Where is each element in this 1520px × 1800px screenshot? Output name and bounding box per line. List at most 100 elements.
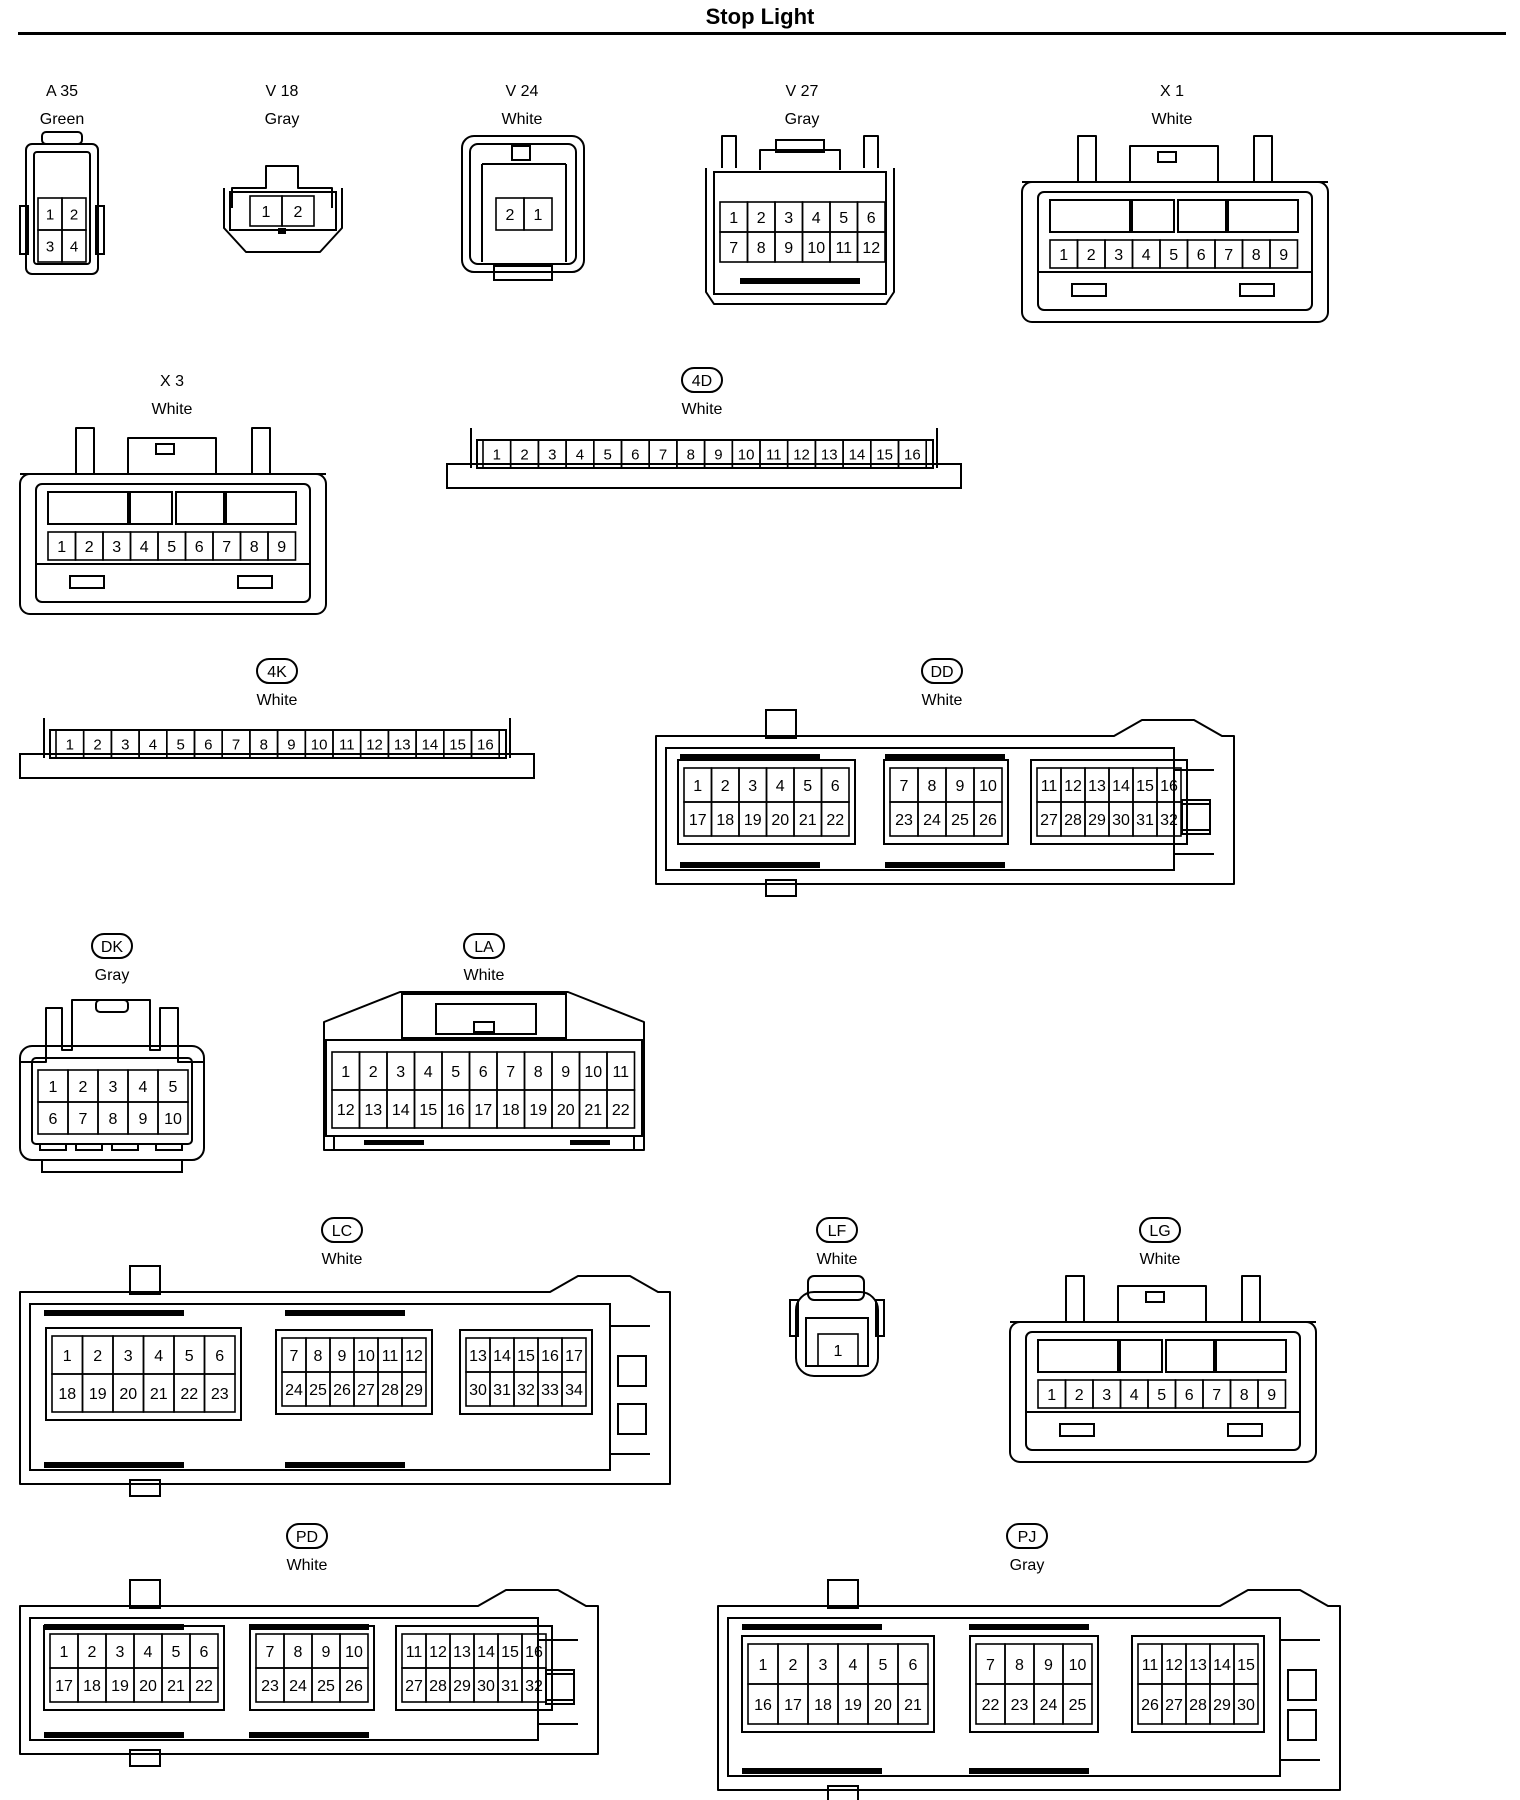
pin-cell: 9 — [945, 767, 975, 803]
pin-number: 13 — [821, 446, 838, 463]
pin-number: 12 — [366, 736, 383, 753]
pin-cell: 18 — [51, 1373, 84, 1413]
pin-cell: 8 — [746, 231, 776, 263]
pin-number: 4 — [70, 238, 78, 255]
pin-number: 15 — [876, 446, 893, 463]
connector-id: LC — [332, 1223, 352, 1240]
pin-cell: 20 — [133, 1667, 163, 1703]
connector-id-label: PJ — [1006, 1523, 1048, 1549]
pin-number: 21 — [584, 1102, 602, 1119]
pin-number: 26 — [979, 812, 997, 829]
pin-number: 13 — [453, 1644, 471, 1661]
pin-number: 6 — [204, 736, 212, 753]
pin-cell: 5 — [441, 1051, 471, 1091]
pin-number: 22 — [180, 1386, 198, 1403]
pin-number: 10 — [164, 1111, 182, 1128]
pin-cell: 3 — [105, 1633, 135, 1669]
pin-cell: 4 — [129, 531, 159, 561]
pin-cell: 11 — [606, 1051, 636, 1091]
pin-number: 18 — [814, 1697, 832, 1714]
connector-id: PJ — [1018, 1529, 1037, 1546]
pin-cell: 6 — [184, 531, 214, 561]
pin-cell: 15 — [1233, 1643, 1259, 1685]
pin-number: 8 — [1240, 1387, 1249, 1404]
pin-number: 30 — [1237, 1697, 1255, 1714]
pin-cell: 3 — [386, 1051, 416, 1091]
connector-id: LF — [828, 1223, 847, 1240]
pin-number: 4 — [424, 1064, 433, 1081]
pin-number: 28 — [381, 1382, 399, 1399]
pin-cell: 1 — [331, 1051, 361, 1091]
pin-number: 6 — [195, 539, 204, 556]
pin-cell: 8 — [239, 531, 269, 561]
pin-number: 1 — [693, 778, 702, 795]
pin-number: 17 — [784, 1697, 802, 1714]
pin-number: 10 — [1069, 1657, 1087, 1674]
pin-cell: 12 — [856, 231, 886, 263]
pin-cell: 23 — [1004, 1683, 1035, 1725]
pin-cell: 23 — [203, 1373, 236, 1413]
pin-number: 14 — [849, 446, 866, 463]
pin-number: 3 — [548, 446, 556, 463]
pin-number: 2 — [369, 1064, 378, 1081]
pin-number: 8 — [1252, 247, 1261, 264]
pin-cell: 3 — [1104, 239, 1134, 269]
pin-cell: 16 — [1156, 767, 1182, 803]
pin-number: 14 — [422, 736, 439, 753]
pin-number: 6 — [867, 210, 876, 227]
pin-cell: 3 — [1092, 1379, 1122, 1409]
pin-number: 23 — [211, 1386, 229, 1403]
pin-number: 30 — [1112, 812, 1130, 829]
pin-cell: 13 — [465, 1337, 491, 1373]
connector-id-label: LC — [321, 1217, 363, 1243]
pin-cell: 25 — [305, 1371, 331, 1407]
pin-number: 18 — [83, 1678, 101, 1695]
pin-cell: 25 — [945, 801, 975, 837]
pin-cell: 7 — [281, 1337, 307, 1373]
pin-number: 8 — [260, 736, 268, 753]
connector-id-label: LA — [463, 933, 505, 959]
pin-number: 2 — [506, 207, 515, 224]
pin-number: 12 — [405, 1348, 423, 1365]
pin-number: 11 — [339, 736, 355, 753]
pin-number: 1 — [57, 539, 66, 556]
pin-number: 15 — [1136, 778, 1154, 795]
pin-number: 22 — [612, 1102, 630, 1119]
pin-number: 10 — [311, 736, 328, 753]
pin-cell: 18 — [807, 1683, 839, 1725]
pin-cell: 22 — [975, 1683, 1006, 1725]
pin-number: 3 — [112, 539, 121, 556]
pin-cell: 4 — [61, 229, 87, 263]
pin-number: 20 — [771, 812, 789, 829]
pin-cell: 23 — [889, 801, 919, 837]
pin-number: 27 — [405, 1678, 423, 1695]
pin-number: 17 — [689, 812, 707, 829]
pin-cell: 3 — [97, 1069, 129, 1103]
pin-cell: 19 — [738, 801, 768, 837]
pin-cell: 8 — [305, 1337, 331, 1373]
pin-number: 23 — [261, 1678, 279, 1695]
pin-cell: 22 — [189, 1667, 219, 1703]
pin-cell: 7 — [496, 1051, 526, 1091]
connector-id-label: DK — [91, 933, 133, 959]
pin-number: 18 — [716, 812, 734, 829]
pin-cell: 1 — [249, 195, 283, 227]
connector-color: Green — [40, 111, 84, 128]
pin-number: 16 — [525, 1644, 543, 1661]
pin-cell: 6 — [468, 1051, 498, 1091]
pin-number: 19 — [89, 1386, 107, 1403]
pin-cell: 2 — [777, 1643, 809, 1685]
pin-cell: 21 — [161, 1667, 191, 1703]
pin-number: 19 — [744, 812, 762, 829]
pin-cell: 9 — [551, 1051, 581, 1091]
pin-number: 25 — [317, 1678, 335, 1695]
